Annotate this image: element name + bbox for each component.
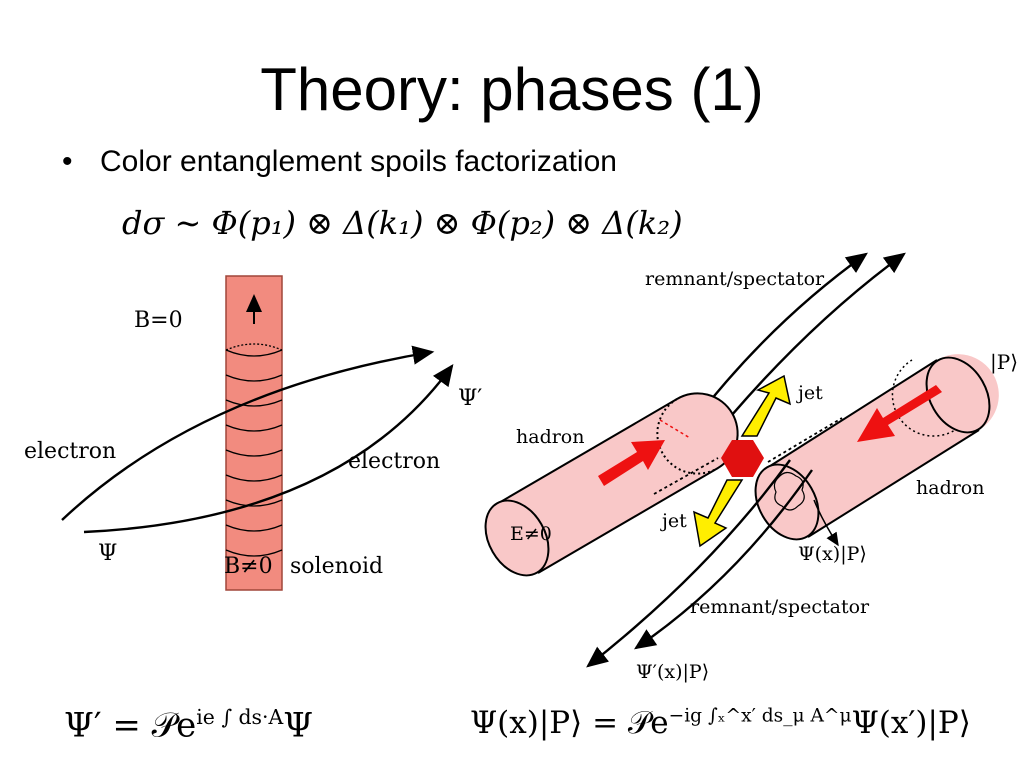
hadron-arrow-right-icon: [857, 385, 942, 442]
psi-label: Ψ: [98, 541, 117, 566]
b-zero-label: B=0: [134, 308, 183, 333]
hadron-cylinder-left: [484, 392, 739, 577]
solenoid-coils: [225, 343, 283, 557]
wilson-line-equation: Ψ(x)|P⟩ = 𝒫e−ig ∫ₓ^x′ ds_μ A^μΨ(x′)|P⟩: [470, 705, 971, 741]
hadron-label-right: hadron: [916, 477, 985, 499]
parton-track-right: [767, 417, 843, 463]
psi-prime-label: Ψ′: [458, 386, 482, 411]
remnant-line-bottom-1: [586, 459, 791, 668]
electron-path-lower: [83, 364, 454, 534]
bullet-icon: •: [62, 145, 73, 178]
hadron-label-left: hadron: [516, 426, 585, 448]
remnant-line-bottom-2: [634, 469, 813, 650]
ket-p-label: |P⟩: [990, 350, 1018, 375]
collision-diagram: remnant/spectator |P⟩ hadron hadron jet …: [484, 252, 1018, 683]
jet-label-bottom: jet: [660, 510, 687, 532]
jet-up-icon: [740, 374, 792, 437]
parton-track-left: [653, 457, 719, 495]
cross-section-equation: dσ ∼ Φ(p₁) ⊗ Δ(k₁) ⊗ Φ(p₂) ⊗ Δ(k₂): [122, 204, 683, 242]
solenoid-label: solenoid: [290, 554, 383, 579]
e-nonzero-label: E≠0: [510, 523, 552, 545]
psi-pointer: [813, 499, 839, 547]
slide-title: Theory: phases (1): [260, 56, 764, 123]
hadron-arrow-left-icon: [598, 440, 665, 486]
psi-x-p-label: Ψ(x)|P⟩: [798, 543, 867, 565]
electron-label-left: electron: [24, 439, 116, 464]
psi-prime-x-p-label: Ψ′(x)|P⟩: [636, 661, 709, 683]
bullet-item: • Color entanglement spoils factorization: [62, 145, 617, 179]
phase-equation: Ψ′ = 𝒫eie ∫ ds·AΨ: [64, 705, 314, 746]
electron-path-upper: [61, 345, 435, 521]
jet-down-icon: [693, 479, 744, 548]
solenoid-body: [225, 275, 283, 591]
remnant-label-bottom: remnant/spectator: [690, 596, 870, 618]
solenoid-diagram: B=0 B≠0 solenoid electron electron Ψ Ψ′: [24, 275, 482, 591]
interaction-vertex-icon: [721, 440, 764, 477]
jet-label-top: jet: [796, 382, 823, 404]
remnant-label-top: remnant/spectator: [645, 268, 825, 290]
bullet-text: Color entanglement spoils factorization: [100, 145, 617, 178]
electron-label-right: electron: [348, 449, 440, 474]
b-nonzero-label: B≠0: [224, 554, 273, 579]
